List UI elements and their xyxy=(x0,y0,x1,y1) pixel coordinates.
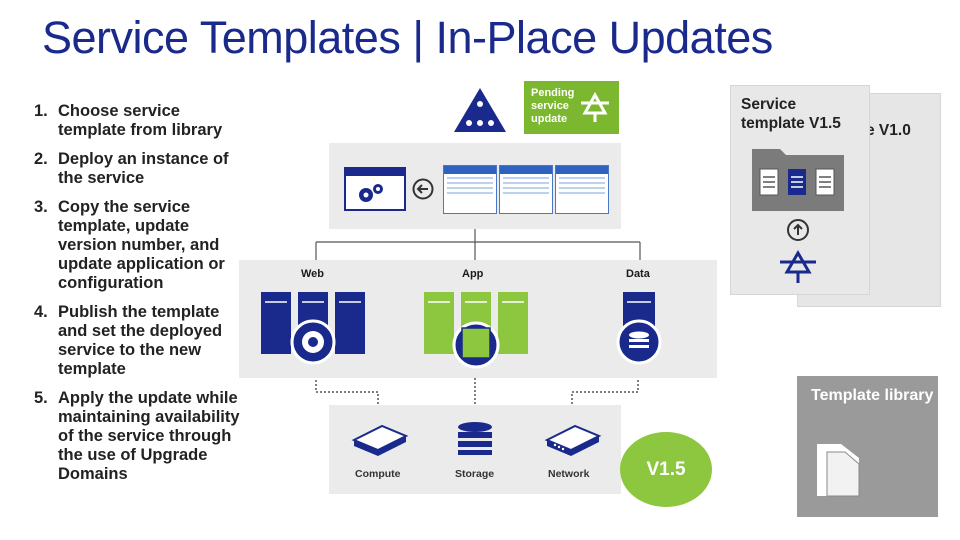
tier-label-web: Web xyxy=(301,268,325,280)
step-text: Copy the service template, update versio… xyxy=(58,198,225,292)
web-servers-icon xyxy=(261,292,365,365)
arrow-left-circle-icon xyxy=(412,178,434,200)
update-icon xyxy=(581,91,609,122)
network-icon xyxy=(544,424,602,456)
version-badge: V1.5 xyxy=(620,432,712,507)
storage-icon xyxy=(458,422,492,455)
step-item: 5. Apply the update while maintaining ava… xyxy=(34,389,249,484)
service-template-icon xyxy=(454,88,506,132)
step-text: Publish the template and set the deploye… xyxy=(58,303,223,378)
step-number: 3. xyxy=(34,198,48,216)
step-item: 1. Choose service template from library xyxy=(34,102,249,140)
step-text: Apply the update while maintaining avail… xyxy=(58,389,240,483)
template-library-label: Template library xyxy=(811,387,934,404)
service-instance-window-icon xyxy=(344,167,406,211)
service-template-v15-label: Service template V1.5 xyxy=(741,96,841,132)
template-v15-update-icon xyxy=(780,250,816,283)
step-number: 4. xyxy=(34,303,48,321)
infra-label-compute: Compute xyxy=(355,468,401,480)
step-item: 4. Publish the template and set the deplo… xyxy=(34,303,249,379)
compute-icon xyxy=(351,424,409,456)
app-tier-config-card xyxy=(499,165,553,214)
pending-update-tile: Pending service update xyxy=(524,81,619,134)
service-template-v10-label: e V1.0 xyxy=(866,122,911,139)
template-v15-folder-icon xyxy=(752,149,844,211)
data-tier-config-card xyxy=(555,165,609,214)
step-number: 1. xyxy=(34,102,48,120)
library-folder-icon xyxy=(817,444,860,497)
step-item: 2. Deploy an instance of the service xyxy=(34,150,249,188)
web-tier-config-card xyxy=(443,165,497,214)
template-library-tile: Template library xyxy=(797,376,938,517)
step-item: 3. Copy the service template, update vers… xyxy=(34,198,249,293)
arrow-up-circle-icon xyxy=(787,219,809,241)
step-text: Choose service template from library xyxy=(58,102,223,139)
tier-label-data: Data xyxy=(626,268,650,280)
infra-label-network: Network xyxy=(548,468,590,480)
infra-label-storage: Storage xyxy=(455,468,495,480)
tier-label-app: App xyxy=(462,268,484,280)
pending-update-label: Pending service update xyxy=(531,87,575,125)
page-title: Service Templates | In-Place Updates xyxy=(42,12,773,63)
data-server-icon xyxy=(616,292,662,365)
steps-list: 1. Choose service template from library 2… xyxy=(34,102,249,494)
step-number: 2. xyxy=(34,150,48,168)
step-text: Deploy an instance of the service xyxy=(58,150,229,187)
step-number: 5. xyxy=(34,389,48,407)
app-servers-icon xyxy=(424,292,528,369)
